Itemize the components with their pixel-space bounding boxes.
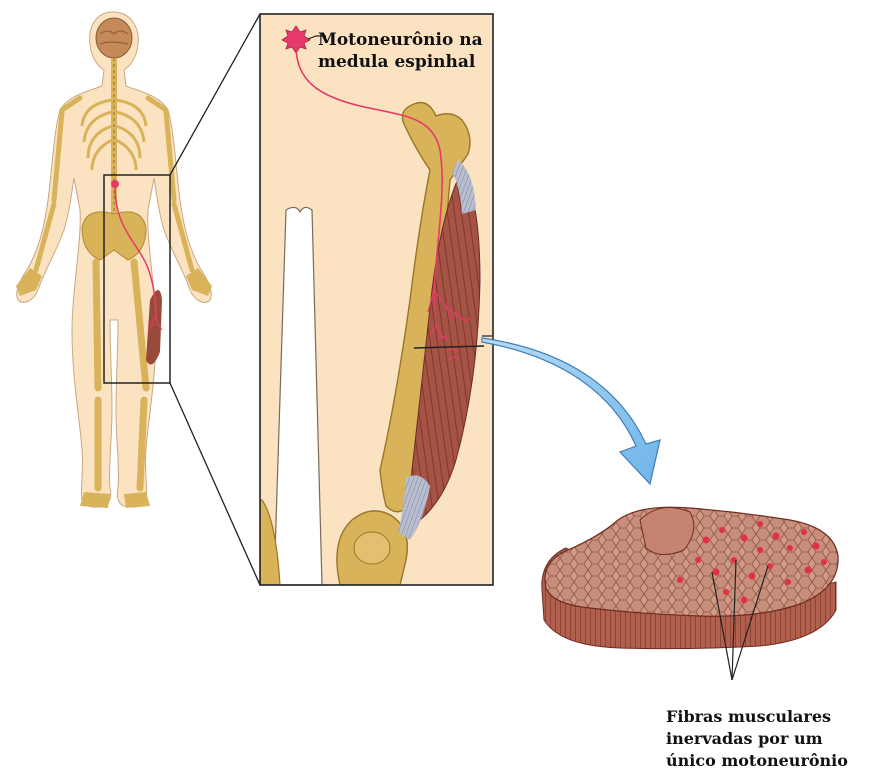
motoneuron-label-line-1: Motoneurônio na bbox=[318, 29, 483, 51]
motoneuron-label-line-2: medula espinhal bbox=[318, 51, 483, 73]
brain bbox=[96, 18, 132, 58]
fibers-label: Fibras musculares inervadas por um único… bbox=[666, 706, 848, 772]
fibers-label-line-3: único motoneurônio bbox=[666, 750, 848, 772]
zoom-connector-top bbox=[170, 14, 260, 175]
fibers-label-line-2: inervadas por um bbox=[666, 728, 848, 750]
motoneuron-label: Motoneurônio na medula espinhal bbox=[318, 29, 483, 73]
fibers-label-line-1: Fibras musculares bbox=[666, 706, 848, 728]
human-body-figure bbox=[16, 12, 212, 508]
zoom-panel bbox=[260, 14, 493, 585]
left-foot bbox=[80, 492, 110, 508]
right-foot bbox=[124, 492, 150, 508]
curved-arrow bbox=[482, 338, 660, 484]
muscle-cross-section bbox=[542, 507, 838, 680]
zoom-connector-bottom bbox=[170, 383, 260, 585]
